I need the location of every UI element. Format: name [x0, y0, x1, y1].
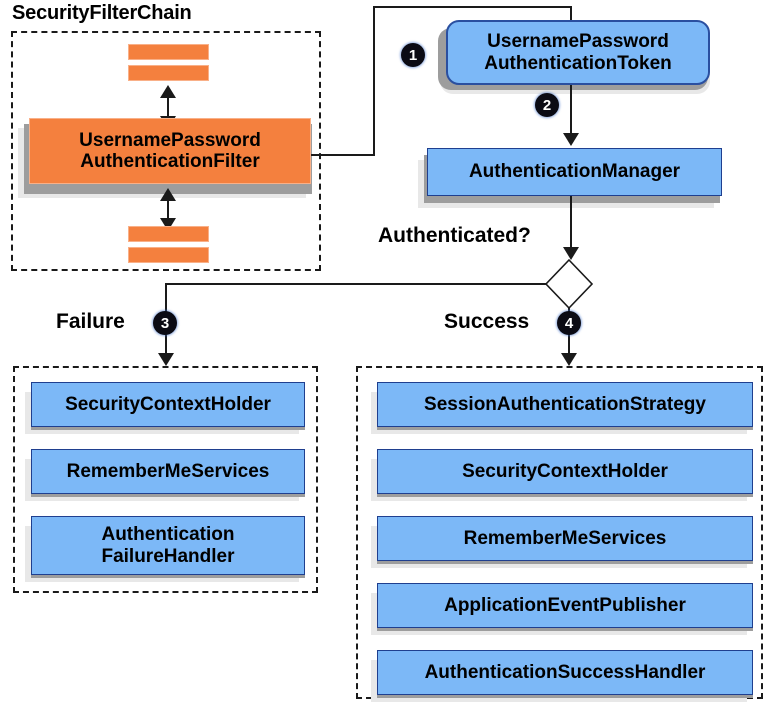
edge-filter-to-token-h1 [311, 154, 375, 156]
step-badge-1: 1 [401, 43, 425, 67]
edge-failure-arrow [158, 353, 174, 366]
node-username-password-authentication-filter[interactable]: UsernamePassword AuthenticationFilter [29, 118, 311, 184]
node-username-password-authentication-token[interactable]: UsernamePassword AuthenticationToken [446, 20, 710, 85]
failure-branch-label: Failure [56, 310, 125, 333]
edge-token-to-manager-arrow [563, 133, 579, 146]
decision-question-label: Authenticated? [378, 224, 531, 247]
success-item-3[interactable]: ApplicationEventPublisher [377, 583, 753, 628]
filter-bar-top-2 [128, 65, 209, 81]
failure-item-0[interactable]: SecurityContextHolder [31, 382, 305, 427]
edge-token-to-manager [570, 85, 572, 135]
filter-bar-bottom-2 [128, 247, 209, 263]
security-filter-chain-panel [11, 31, 321, 271]
edge-decision-to-failure-h [165, 283, 546, 285]
success-branch-label: Success [444, 310, 530, 333]
failure-item-2[interactable]: Authentication FailureHandler [31, 516, 305, 575]
decision-diamond [544, 258, 594, 310]
success-item-4[interactable]: AuthenticationSuccessHandler [377, 650, 753, 695]
failure-item-1[interactable]: RememberMeServices [31, 449, 305, 494]
step-badge-3: 3 [153, 311, 177, 335]
edge-filter-to-token-v [373, 6, 375, 156]
filter-link-top [167, 96, 169, 118]
success-item-1[interactable]: SecurityContextHolder [377, 449, 753, 494]
filter-bar-bottom-1 [128, 226, 209, 242]
filter-link-bottom [167, 199, 169, 220]
filter-bar-top-1 [128, 44, 209, 60]
edge-filter-to-token-h2 [373, 6, 572, 8]
security-filter-chain-title: SecurityFilterChain [12, 2, 192, 24]
step-badge-2: 2 [535, 93, 559, 117]
edge-filter-to-token-drop [570, 6, 572, 22]
step-badge-4: 4 [557, 311, 581, 335]
failure-branch-panel [13, 366, 318, 593]
node-authentication-manager[interactable]: AuthenticationManager [427, 148, 722, 196]
success-item-0[interactable]: SessionAuthenticationStrategy [377, 382, 753, 427]
filter-arrow-up-top [160, 85, 176, 98]
edge-success-arrow [561, 353, 577, 366]
edge-manager-to-decision [570, 196, 572, 258]
filter-arrow-up-bottom [160, 188, 176, 201]
edge-manager-to-decision-arrow [563, 247, 579, 260]
success-item-2[interactable]: RememberMeServices [377, 516, 753, 561]
